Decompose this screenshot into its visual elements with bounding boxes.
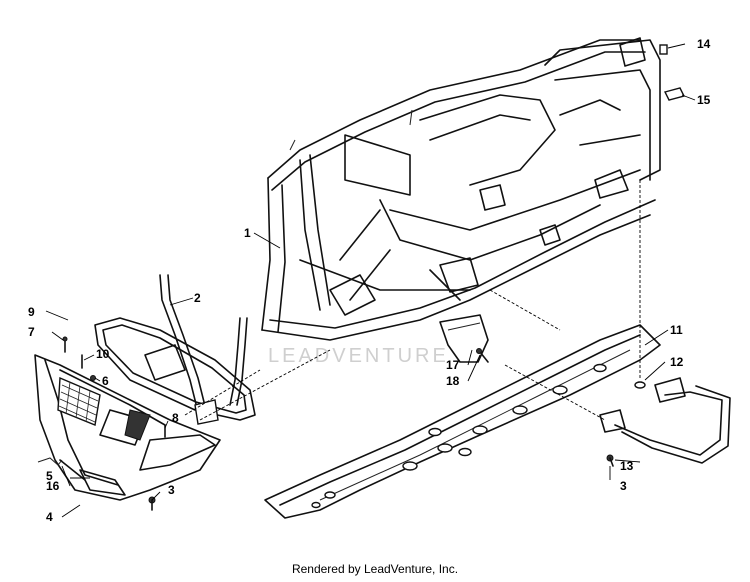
callout-16: 16 (46, 479, 60, 493)
callout-17: 17 (446, 358, 460, 372)
watermark-text: LEADVENTURE (268, 345, 449, 367)
callout-8: 8 (172, 411, 179, 425)
frame-assembly[interactable] (261, 37, 661, 341)
front-fascia[interactable] (34, 354, 221, 501)
callout-9: 9 (28, 305, 35, 319)
front-bumper-tube[interactable] (94, 274, 256, 425)
callout-7: 7 (28, 325, 35, 339)
leader-lines (45, 43, 696, 518)
callout-14: 14 (697, 37, 711, 51)
callout-4: 4 (46, 510, 53, 524)
render-credit: Rendered by LeadVenture, Inc. (291, 562, 459, 576)
rear-hitch[interactable] (599, 377, 731, 464)
fastener-14[interactable] (659, 44, 668, 55)
callout-15: 15 (697, 93, 711, 107)
callout-6: 6 (102, 374, 109, 388)
callout-5: 5 (46, 469, 53, 483)
grille-pattern (58, 381, 99, 423)
callout-2: 2 (194, 291, 201, 305)
callout-10: 10 (96, 347, 110, 361)
callout-18: 18 (446, 374, 460, 388)
bolt-3a[interactable] (148, 496, 156, 511)
callout-1: 1 (244, 226, 251, 240)
skid-plate[interactable] (264, 324, 661, 519)
wire-16[interactable] (37, 457, 63, 466)
bolt-3b[interactable] (606, 454, 614, 467)
pad-15[interactable] (663, 87, 686, 101)
heat-shield[interactable] (439, 314, 489, 363)
callout-13: 13 (620, 459, 634, 473)
callout-3b: 3 (620, 479, 627, 493)
screw-7[interactable] (62, 336, 68, 353)
callout-11: 11 (670, 323, 683, 337)
callout-3a: 3 (168, 483, 175, 497)
skid-plate-holes (311, 363, 607, 509)
screw-18[interactable] (476, 348, 489, 363)
nut-6[interactable] (90, 375, 96, 381)
cap-12[interactable] (634, 381, 646, 389)
callout-12: 12 (670, 355, 684, 369)
